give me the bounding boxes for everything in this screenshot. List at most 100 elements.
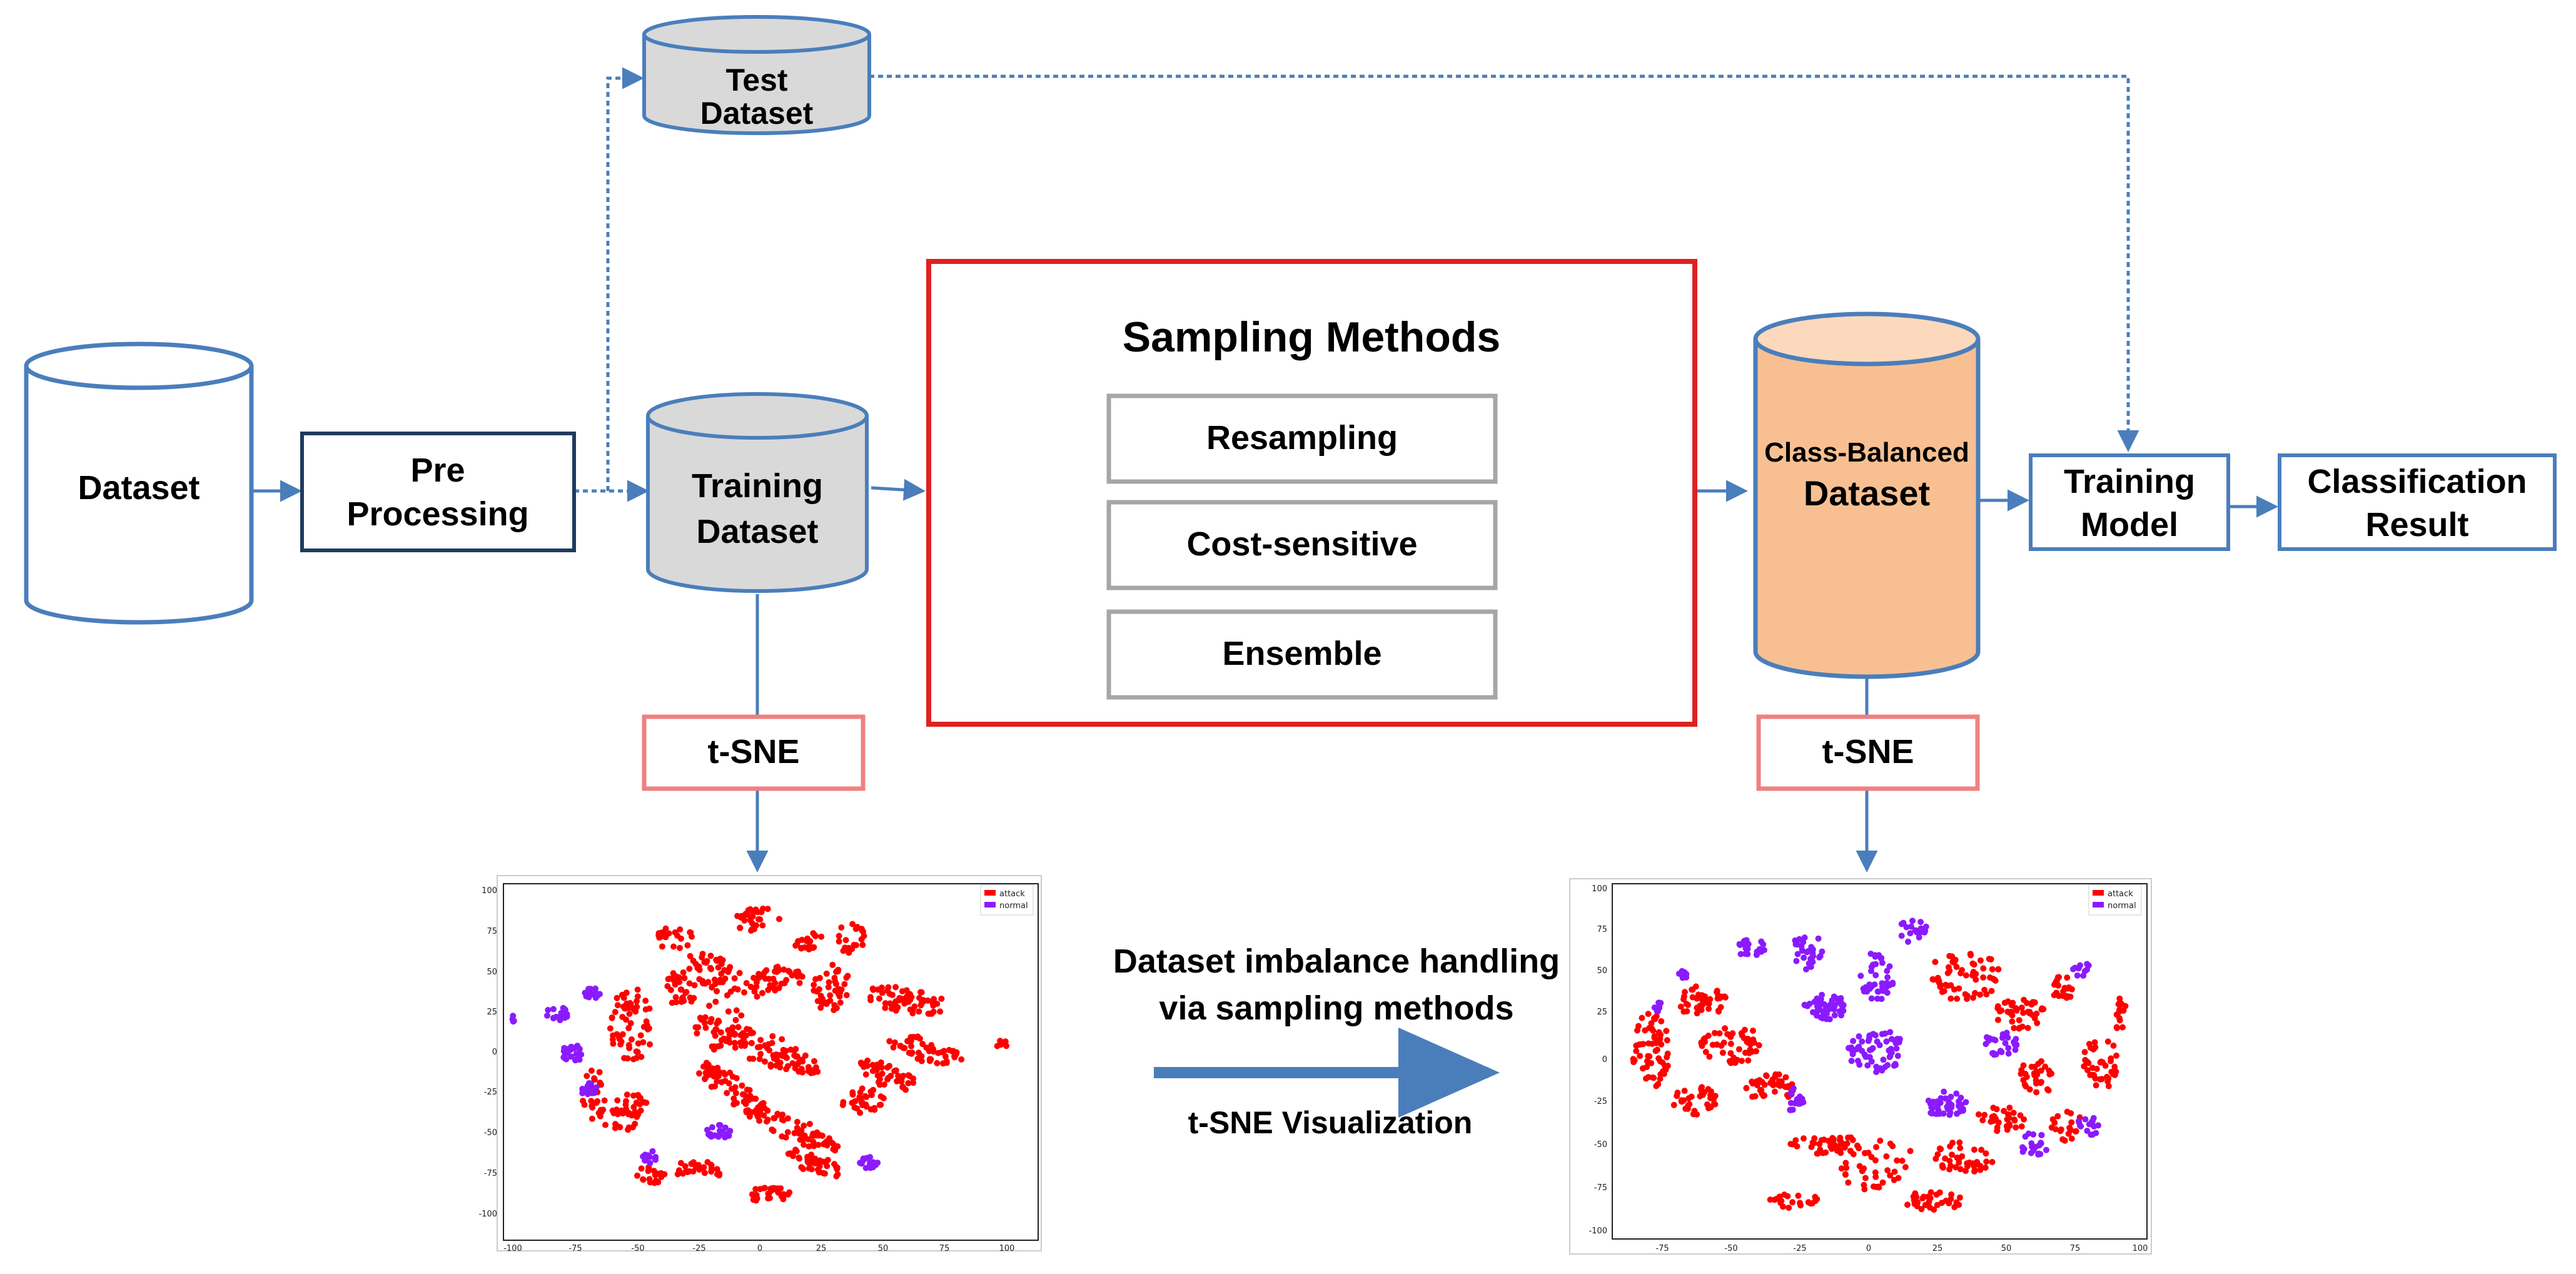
scatter-point bbox=[807, 1069, 814, 1076]
scatter-point bbox=[712, 1026, 719, 1033]
scatter-point bbox=[1887, 1172, 1894, 1179]
tick-label: 100 bbox=[999, 1244, 1015, 1253]
scatter-point bbox=[696, 966, 703, 973]
training-model-node: Training Model bbox=[2029, 453, 2230, 551]
scatter-point bbox=[907, 991, 914, 998]
scatter-point bbox=[736, 969, 743, 976]
scatter-point bbox=[724, 1130, 731, 1137]
tick-label: 25 bbox=[1932, 1244, 1943, 1253]
scatter-point bbox=[686, 980, 693, 987]
scatter-point bbox=[1859, 1038, 1866, 1045]
scatter-point bbox=[692, 1024, 699, 1031]
method-box-resampling bbox=[1106, 393, 1498, 484]
scatter-point bbox=[1657, 1071, 1664, 1078]
preprocessing-node: Pre Processing bbox=[300, 432, 576, 552]
scatter-point bbox=[1937, 1100, 1944, 1106]
tick-label: 25 bbox=[487, 1008, 497, 1017]
scatter-point bbox=[823, 1001, 830, 1008]
training-model-label-line2: Model bbox=[2081, 506, 2178, 543]
scatter-point bbox=[1807, 1200, 1814, 1207]
scatter-point bbox=[796, 979, 803, 986]
scatter-point bbox=[859, 941, 866, 948]
scatter-point bbox=[1655, 999, 1662, 1006]
scatter-point bbox=[2053, 989, 2060, 996]
scatter-point bbox=[1866, 981, 1873, 988]
scatter-point bbox=[1990, 1105, 1997, 1111]
scatter-point bbox=[840, 1099, 847, 1106]
scatter-point bbox=[1946, 953, 1953, 959]
scatter-point bbox=[1785, 1083, 1792, 1089]
scatter-point bbox=[924, 997, 931, 1004]
scatter-point bbox=[626, 1011, 633, 1017]
scatter-point bbox=[717, 1042, 724, 1049]
scatter-point bbox=[720, 1035, 727, 1042]
scatter-point bbox=[780, 966, 787, 973]
scatter-point bbox=[1948, 1104, 1955, 1111]
scatter-point bbox=[677, 944, 683, 951]
scatter-point bbox=[1994, 1124, 2001, 1131]
scatter-point bbox=[748, 1039, 755, 1046]
scatter-point bbox=[1854, 1142, 1861, 1149]
scatter-point bbox=[2077, 962, 2083, 969]
scatter-point bbox=[751, 988, 758, 995]
scatter-point bbox=[2104, 1038, 2111, 1045]
scatter-point bbox=[2043, 1146, 2049, 1153]
scatter-point bbox=[637, 1032, 644, 1039]
scatter-point bbox=[767, 1063, 774, 1070]
scatter-point bbox=[1875, 988, 1882, 995]
tick-label: -25 bbox=[1793, 1244, 1806, 1253]
scatter-point bbox=[691, 982, 698, 989]
scatter-point bbox=[1995, 966, 2002, 973]
scatter-point bbox=[812, 976, 819, 983]
balanced-dataset-node: Class-Balanced Dataset bbox=[1753, 311, 1981, 679]
scatter-point bbox=[1788, 1091, 1795, 1098]
scatter-point bbox=[1699, 1043, 1705, 1049]
scatter-point bbox=[1883, 1153, 1890, 1160]
scatter-point bbox=[777, 1064, 784, 1071]
scatter-point bbox=[2009, 1018, 2016, 1025]
scatter-point bbox=[2038, 1067, 2044, 1074]
scatter-point bbox=[1761, 1092, 1768, 1099]
scatter-point bbox=[2044, 1086, 2051, 1093]
scatter-point bbox=[937, 1008, 944, 1015]
scatter-point bbox=[593, 1084, 600, 1091]
plot-right-xticks: -75 -50 -25 0 25 50 75 100 bbox=[1655, 1244, 2148, 1253]
scatter-point bbox=[614, 1002, 621, 1009]
sampling-methods-group: Sampling Methods Resampling Cost-sensiti… bbox=[926, 259, 1697, 727]
tick-label: 100 bbox=[1592, 884, 1607, 894]
scatter-point bbox=[1816, 954, 1823, 961]
scatter-point bbox=[650, 1168, 657, 1175]
scatter-point bbox=[1639, 1014, 1645, 1021]
tick-label: -100 bbox=[1589, 1226, 1607, 1236]
scatter-point bbox=[811, 981, 817, 988]
scatter-point bbox=[690, 994, 697, 1001]
scatter-point bbox=[1633, 1042, 1640, 1049]
scatter-point bbox=[1942, 1095, 1949, 1102]
scatter-point bbox=[764, 1044, 770, 1051]
scatter-point bbox=[1655, 1081, 1662, 1088]
balanced-dataset-label-line2: Dataset bbox=[1804, 473, 1930, 513]
scatter-point bbox=[1877, 1137, 1884, 1144]
tick-label: -50 bbox=[631, 1244, 644, 1253]
scatter-point bbox=[942, 1053, 949, 1060]
scatter-point bbox=[906, 1049, 912, 1056]
scatter-point bbox=[2104, 1073, 2110, 1080]
scatter-point bbox=[1899, 1158, 1906, 1164]
scatter-point bbox=[550, 1015, 557, 1022]
scatter-point bbox=[797, 972, 804, 979]
scatter-point bbox=[832, 988, 839, 994]
scatter-point bbox=[812, 1064, 819, 1071]
scatter-point bbox=[1835, 999, 1842, 1006]
scatter-point bbox=[2046, 1071, 2053, 1078]
scatter-point bbox=[623, 1098, 629, 1105]
scatter-point bbox=[882, 1004, 889, 1011]
scatter-point bbox=[889, 991, 896, 998]
tick-label: -75 bbox=[1655, 1244, 1669, 1253]
scatter-point bbox=[1946, 1166, 1953, 1173]
scatter-point bbox=[904, 996, 910, 1003]
scatter-point bbox=[1655, 1055, 1662, 1062]
scatter-point bbox=[1975, 1111, 1982, 1118]
scatter-point bbox=[773, 964, 780, 971]
scatter-point bbox=[708, 1133, 715, 1140]
scatter-point bbox=[1894, 1036, 1901, 1043]
